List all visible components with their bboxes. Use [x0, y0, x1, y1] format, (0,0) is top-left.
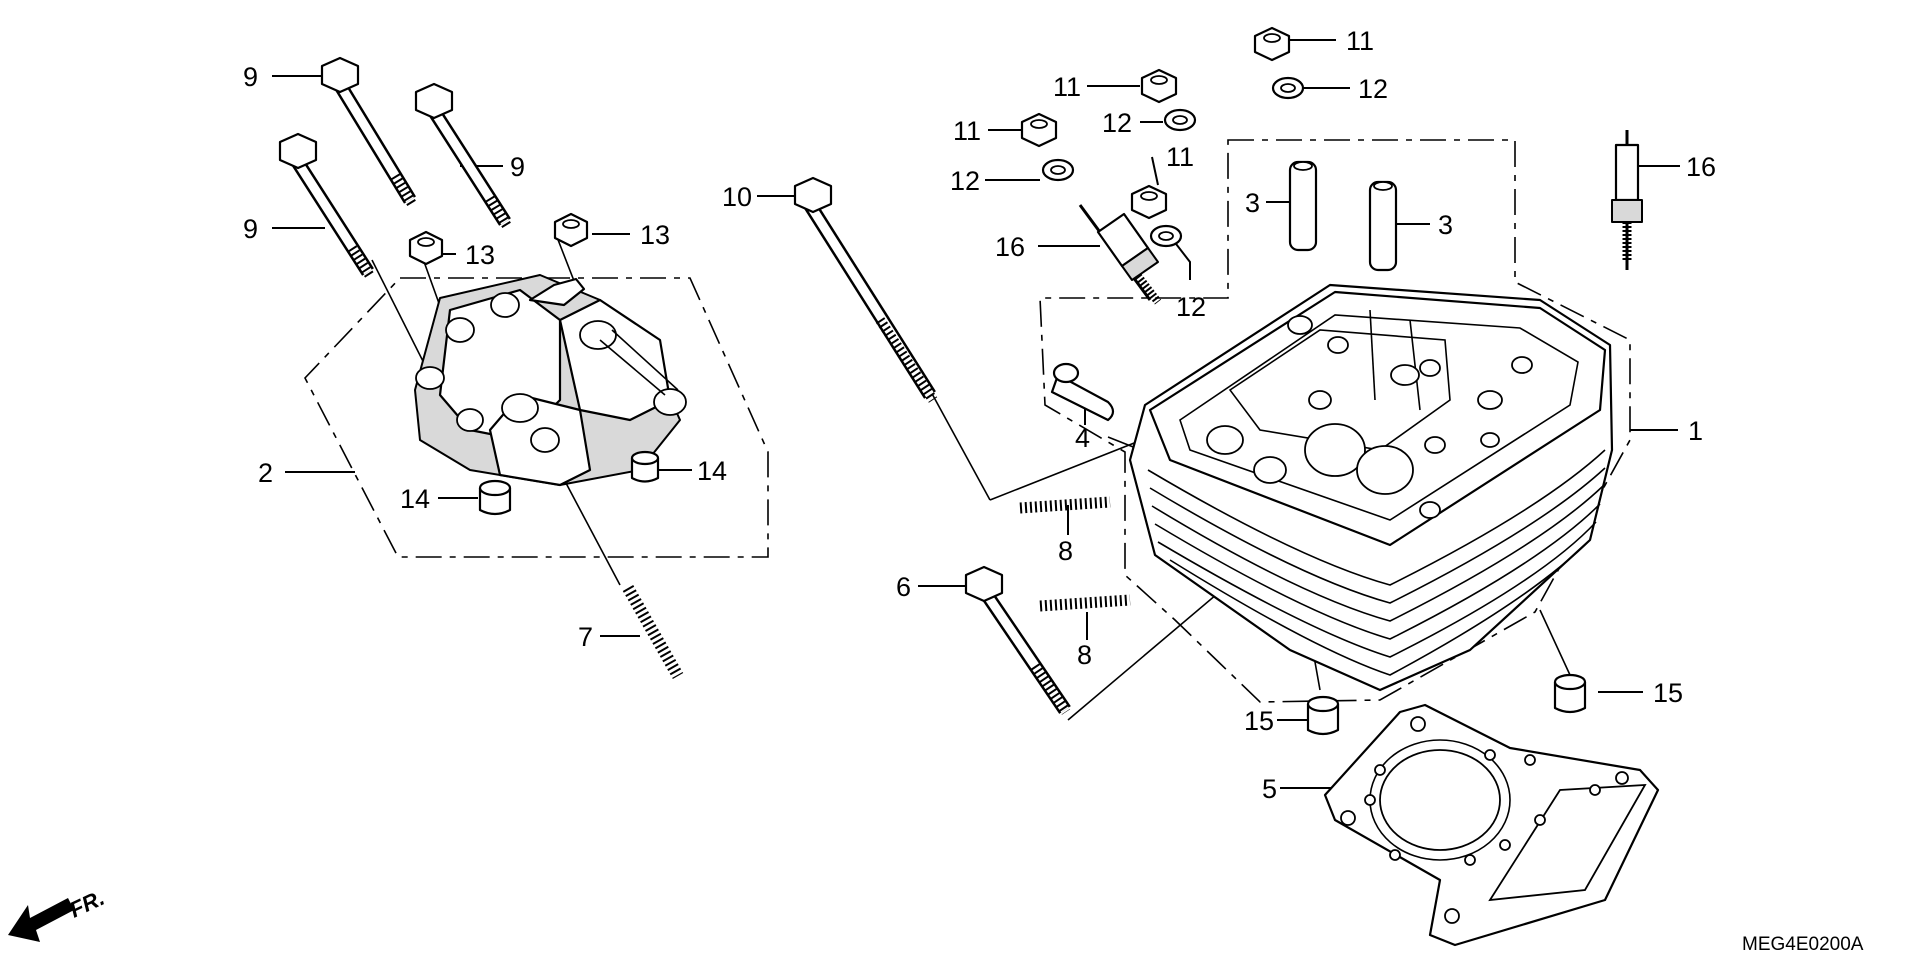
nut-11-b — [1020, 112, 1058, 148]
callout-13-left: 13 — [465, 240, 495, 270]
washer-12-c — [1271, 76, 1305, 100]
callout-14-right: 14 — [697, 456, 727, 486]
callout-11-b: 11 — [953, 116, 981, 146]
bolt-10 — [793, 176, 938, 403]
callout-5: 5 — [1262, 774, 1277, 804]
callout-4: 4 — [1075, 423, 1090, 453]
valve-guide-3-right — [1368, 180, 1398, 272]
callout-11-d: 11 — [1166, 142, 1194, 172]
callout-3-right: 3 — [1438, 210, 1453, 240]
callout-2: 2 — [258, 458, 273, 488]
callout-15-right: 15 — [1653, 678, 1683, 708]
cylinder-head — [1128, 283, 1614, 692]
callout-12-a: 12 — [1102, 108, 1132, 138]
nut-13-right — [553, 212, 589, 248]
callout-16-center: 16 — [995, 232, 1025, 262]
callout-12-c: 12 — [1358, 74, 1388, 104]
callout-14-left: 14 — [400, 484, 430, 514]
valve-guide-3-left — [1288, 160, 1318, 252]
valve-guide-4 — [1050, 362, 1115, 422]
nut-13-left — [408, 230, 444, 266]
callout-11-c: 11 — [1346, 26, 1374, 56]
callout-11-a: 11 — [1053, 72, 1081, 102]
callout-16-right: 16 — [1686, 152, 1716, 182]
bolt-9-top-left — [320, 56, 417, 207]
callout-8-lower: 8 — [1077, 640, 1092, 670]
callout-9-middle: 9 — [510, 152, 525, 182]
dowel-14-right — [630, 450, 660, 483]
drawing-code: MEG4E0200A — [1742, 934, 1864, 955]
callout-13-right: 13 — [640, 220, 670, 250]
dowel-14-left — [478, 479, 512, 516]
stud-8-upper — [1019, 496, 1111, 514]
nut-11-c — [1253, 26, 1291, 62]
callout-10: 10 — [722, 182, 752, 212]
callout-6: 6 — [896, 572, 911, 602]
callout-7: 7 — [578, 622, 593, 652]
nut-11-d — [1130, 184, 1168, 220]
callout-15-left: 15 — [1244, 706, 1274, 736]
callout-1: 1 — [1688, 416, 1703, 446]
callout-12-d: 12 — [1176, 292, 1206, 322]
bolt-6 — [964, 565, 1071, 715]
bolt-9-lower-left — [278, 132, 375, 279]
callout-12-b: 12 — [950, 166, 980, 196]
rocker-arm-assembly — [414, 274, 687, 487]
callout-9-lower-left: 9 — [243, 214, 258, 244]
callout-3-left: 3 — [1245, 188, 1260, 218]
nut-11-a — [1140, 68, 1178, 104]
dowel-15-left — [1306, 695, 1340, 736]
washer-12-d — [1149, 224, 1183, 248]
bolt-9-middle — [414, 82, 512, 229]
spark-plug-16-right — [1611, 130, 1643, 270]
stud-7 — [622, 585, 684, 679]
washer-12-a — [1163, 108, 1197, 132]
callout-9-top-left: 9 — [243, 62, 258, 92]
dowel-15-right — [1553, 673, 1587, 714]
front-marker-text: FR. — [66, 885, 109, 923]
stud-8-lower — [1039, 594, 1131, 612]
spark-plug-16-center — [1078, 204, 1162, 305]
callout-8-upper: 8 — [1058, 536, 1073, 566]
front-direction-arrow: FR. — [8, 885, 108, 942]
washer-12-b — [1041, 158, 1075, 182]
head-gasket — [1323, 703, 1660, 947]
cylinder-head-group-outline — [1039, 139, 1631, 703]
rocker-assembly-group-outline — [304, 277, 769, 558]
callout-labels: 1 2 3 3 4 5 6 7 8 8 9 9 9 10 11 11 11 11… — [243, 26, 1716, 804]
